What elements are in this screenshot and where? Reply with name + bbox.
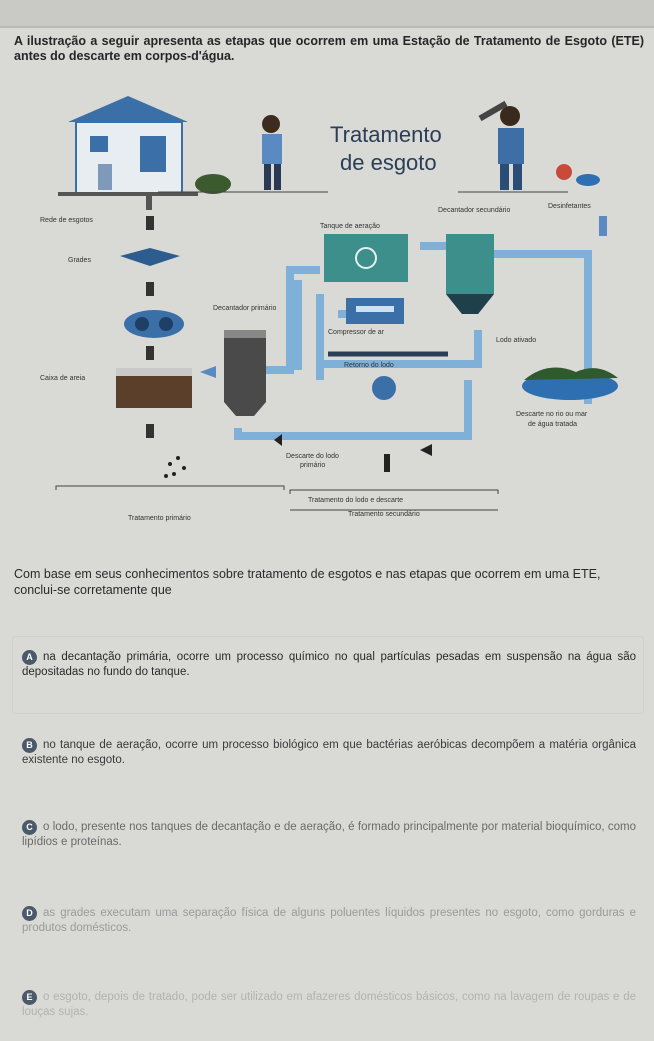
desinfetantes-icon [556,164,600,186]
label-compressor: Compressor de ar [328,329,385,336]
shrub-illustration [195,174,231,194]
sewage-treatment-figure: Tratamento de esgoto Rede de esgotos Gra… [40,96,618,522]
label-retorno-lodo: Retorno do lodo [344,362,394,369]
pump-icon [124,310,184,338]
option-text: as grades executam uma separação física … [22,907,636,934]
option-text: no tanque de aeração, ocorre um processo… [22,739,636,766]
label-tratamento-primario: Tratamento primário [128,515,191,522]
label-lodo-ativado: Lodo ativado [496,337,536,344]
option-letter: B [22,738,37,753]
option-text: o esgoto, depois de tratado, pode ser ut… [22,991,636,1018]
label-descarte-lodo: Descarte do lodo [286,453,339,460]
label-tratamento-secundario: Tratamento secundário [348,511,420,518]
decantador-primario-tank [224,336,266,416]
grades-icon [120,248,180,266]
particles-icon [164,456,186,478]
label-desinfetantes: Desinfetantes [548,203,591,210]
option-text: na decantação primária, ocorre um proces… [22,651,636,678]
option-box-a [12,636,644,714]
label-decantador-primario: Decantador primário [213,305,277,312]
caixa-areia-tank [116,372,192,408]
label-agua-tratada: de água tratada [528,421,577,428]
label-decantador-secundario: Decantador secundário [438,207,510,214]
tanque-aeracao-tank [324,234,408,282]
worker-illustration-left [262,115,282,190]
top-band [0,0,654,28]
figure-title-line1: Tratamento [330,122,442,147]
label-caixa-areia: Caixa de areia [40,375,85,382]
option-letter: E [22,990,37,1005]
figure-title-line2: de esgoto [340,150,437,175]
house-illustration [58,96,198,210]
option-letter: C [22,820,37,835]
label-rede-esgotos: Rede de esgotos [40,217,93,224]
label-tanque-aeracao: Tanque de aeração [320,223,380,230]
question-intro: A ilustração a seguir apresenta as etapa… [14,34,644,63]
pump-icon-return [372,376,396,400]
label-descarte-lodo-primario: primário [300,462,325,469]
top-divider [0,26,654,28]
option-letter: D [22,906,37,921]
option-letter: A [22,650,37,665]
pipe-network [234,242,592,440]
label-grades: Grades [68,257,91,264]
question-stem: Com base em seus conhecimentos sobre tra… [14,567,601,597]
worker-illustration-right [478,100,524,190]
label-descarte-rio: Descarte no rio ou mar [516,411,588,418]
option-text: o lodo, presente nos tanques de decantaç… [22,821,636,848]
label-tratamento-lodo: Tratamento do lodo e descarte [308,497,403,504]
